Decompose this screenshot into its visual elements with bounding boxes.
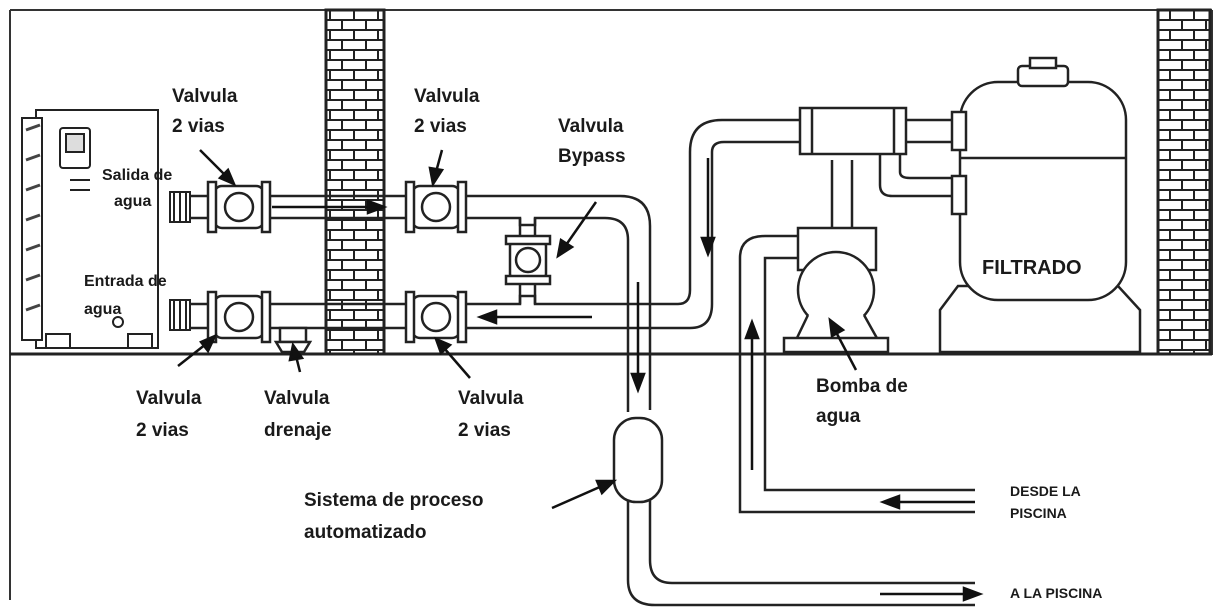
valve-bottom-mid-label-line2: 2 vias bbox=[458, 420, 511, 441]
valve-top-left bbox=[206, 180, 272, 234]
filter-tank bbox=[938, 56, 1142, 354]
valve-top-mid-label-line1: Valvula bbox=[414, 86, 480, 107]
from-pool-label-line2: PISCINA bbox=[1010, 505, 1067, 521]
valve-top-mid-label-line2: 2 vias bbox=[414, 116, 467, 137]
inlet-label-line2: agua bbox=[84, 301, 121, 318]
pump-label-line2: agua bbox=[816, 406, 861, 427]
to-pool-label: A LA PISCINA bbox=[1010, 585, 1102, 601]
heat-pump-unit bbox=[21, 109, 159, 349]
valve-bottom-mid bbox=[404, 290, 468, 344]
valve-bottom-left bbox=[206, 290, 272, 344]
filter-label: FILTRADO bbox=[982, 257, 1082, 279]
water-pump bbox=[782, 106, 908, 354]
valve-bottom-mid-label-line1: Valvula bbox=[458, 388, 524, 409]
outlet-label-line1: Salida de bbox=[102, 167, 172, 184]
automation-label-line2: automatizado bbox=[304, 522, 426, 543]
automation-label-line1: Sistema de proceso bbox=[304, 490, 484, 511]
valve-top-left-label-line2: 2 vias bbox=[172, 116, 225, 137]
frame bbox=[9, 9, 1213, 600]
outlet-label-line2: agua bbox=[114, 193, 151, 210]
brick-wall-right bbox=[1156, 8, 1212, 356]
pointer-arrows bbox=[177, 149, 858, 510]
flow-arrows bbox=[272, 158, 984, 602]
inlet-label-line1: Entrada de bbox=[84, 273, 167, 290]
brick-wall-left bbox=[324, 8, 386, 356]
drain-valve-label-line1: Valvula bbox=[264, 388, 330, 409]
valve-top-mid bbox=[404, 180, 468, 234]
bypass-valve-label-line2: Bypass bbox=[558, 146, 626, 167]
inlet-outlet-fittings bbox=[169, 191, 191, 331]
pipes bbox=[188, 118, 975, 607]
bypass-valve-label-line1: Valvula bbox=[558, 116, 624, 137]
automation-system bbox=[612, 416, 664, 504]
valve-bottom-left-label-line1: Valvula bbox=[136, 388, 202, 409]
labels: Valvula 2 vias Valvula 2 vias Valvula By… bbox=[84, 86, 1102, 601]
bypass-valve bbox=[504, 234, 552, 286]
valve-top-left-label-line1: Valvula bbox=[172, 86, 238, 107]
from-pool-label-line1: DESDE LA bbox=[1010, 483, 1081, 499]
drain-valve-label-line2: drenaje bbox=[264, 420, 332, 441]
valve-bottom-left-label-line2: 2 vias bbox=[136, 420, 189, 441]
pump-label-line1: Bomba de bbox=[816, 376, 908, 397]
